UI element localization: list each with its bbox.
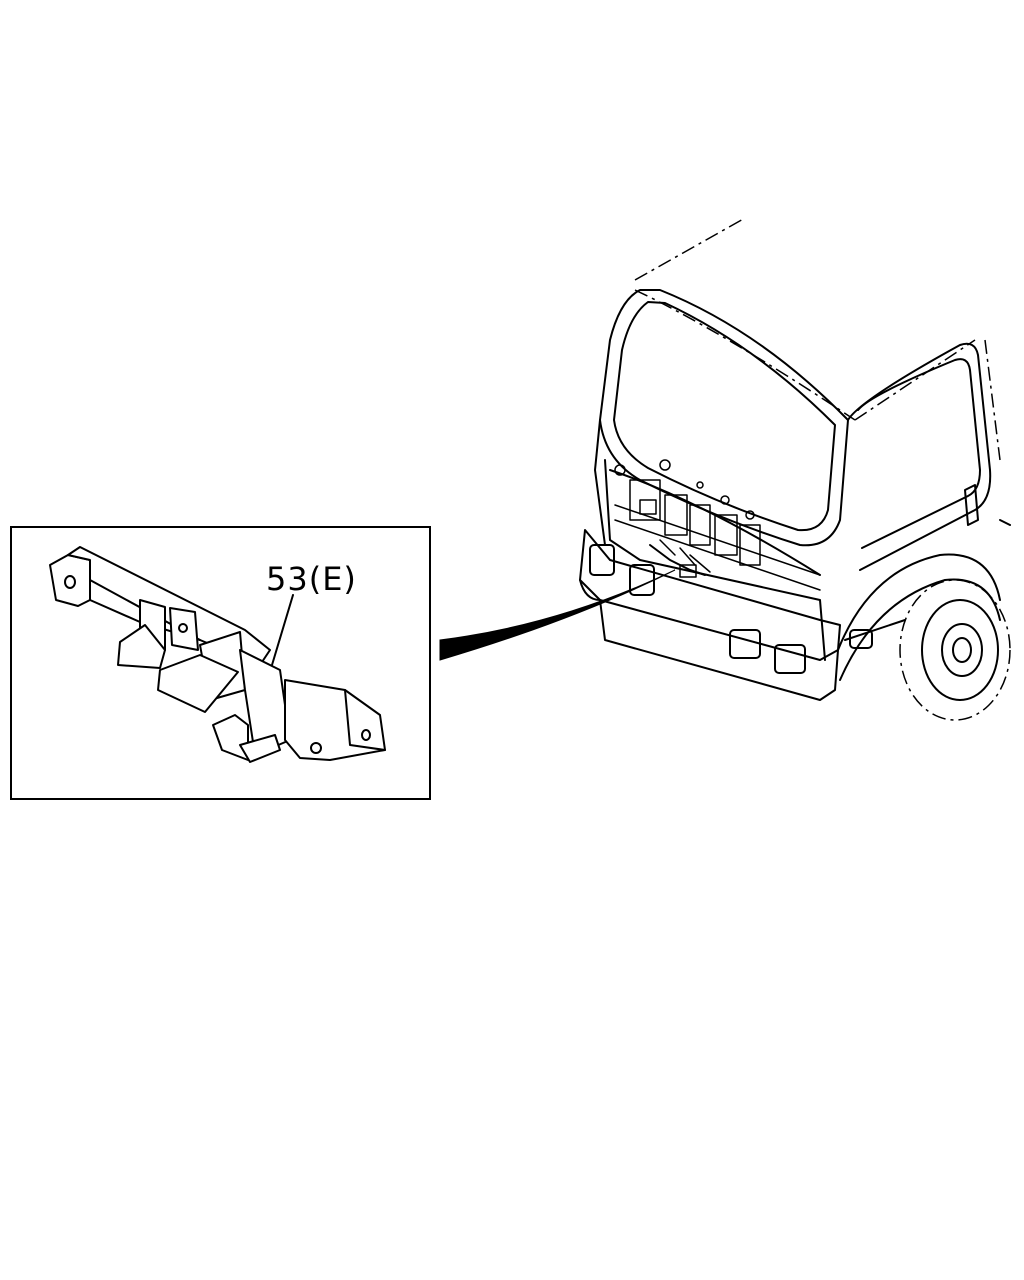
leader-wedge xyxy=(439,569,676,661)
callout-leader-line xyxy=(271,594,294,666)
truck-cab-drawing xyxy=(579,217,1011,721)
detail-inset-frame xyxy=(10,526,431,800)
part-callout-label: 53(E) xyxy=(266,560,357,598)
bracket-part-drawing xyxy=(49,546,386,763)
